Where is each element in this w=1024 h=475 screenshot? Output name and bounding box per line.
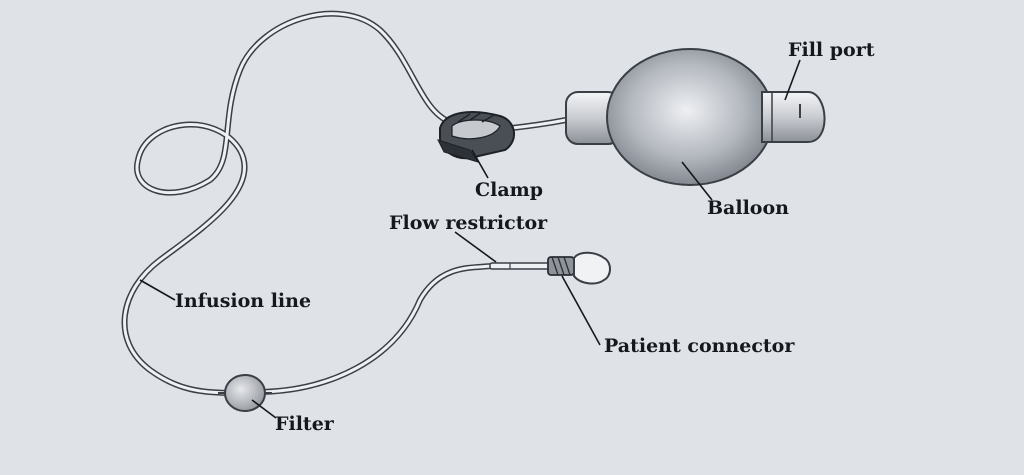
fill-port-cap — [761, 91, 826, 143]
label-balloon: Balloon — [707, 197, 789, 219]
balloon — [565, 48, 826, 186]
label-infusion-line: Infusion line — [175, 290, 311, 312]
infusion-line-tubing — [121, 10, 569, 396]
label-fill-port: Fill port — [788, 39, 875, 61]
label-clamp: Clamp — [475, 179, 543, 201]
filter-leader — [251, 399, 277, 419]
flow-restrictor — [489, 262, 551, 270]
balloon-leader — [681, 161, 713, 201]
balloon-body — [606, 48, 774, 186]
clamp — [437, 111, 515, 163]
filter — [218, 374, 272, 412]
fill-port-leader — [784, 59, 801, 101]
clamp-leader — [471, 149, 489, 179]
label-filter: Filter — [275, 413, 335, 435]
label-flow-restrictor: Flow restrictor — [389, 212, 548, 234]
patient-connector-leader — [561, 275, 601, 346]
infusion-line-leader — [139, 279, 176, 301]
label-patient-connector: Patient connector — [604, 335, 795, 357]
leader-lines — [139, 59, 801, 419]
flow-restrictor-leader — [454, 231, 497, 263]
patient-connector — [547, 251, 611, 285]
labels: Fill port Balloon Clamp Flow restrictor … — [175, 39, 875, 435]
